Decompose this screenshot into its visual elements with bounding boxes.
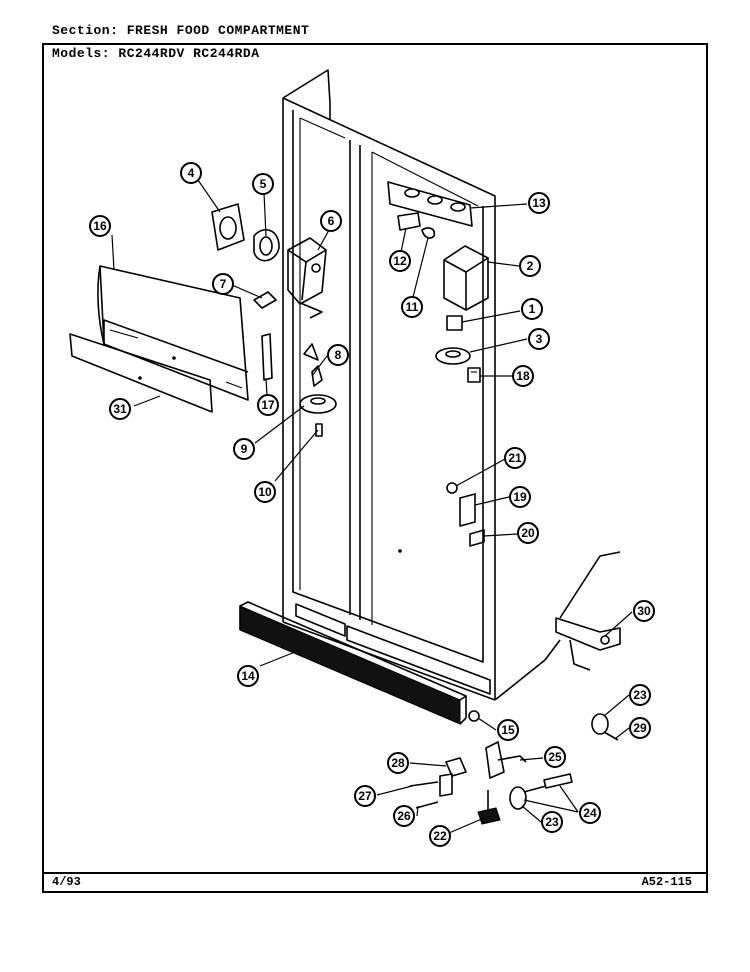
callout-22: 22 (429, 825, 451, 847)
hinge-parts-right (446, 482, 485, 547)
svg-text:25: 25 (548, 750, 562, 764)
callout-11: 11 (401, 296, 423, 318)
callout-17: 17 (257, 394, 279, 416)
diagram-frame (42, 43, 708, 893)
leader-lines (111, 179, 633, 834)
callout-10: 10 (254, 481, 276, 503)
callout-9: 9 (233, 438, 255, 460)
svg-text:15: 15 (501, 723, 515, 737)
diagram-code: A52-115 (641, 875, 692, 889)
svg-text:2: 2 (527, 259, 534, 273)
callout-12: 12 (389, 250, 411, 272)
callout-19: 19 (509, 486, 531, 508)
svg-text:31: 31 (113, 402, 127, 416)
svg-text:3: 3 (536, 332, 543, 346)
callout-31: 31 (109, 398, 131, 420)
models-line: Models: RC244RDV RC244RDA (52, 46, 260, 61)
svg-text:4: 4 (188, 166, 195, 180)
callout-6: 6 (320, 210, 342, 232)
callout-15: 15 (497, 719, 519, 741)
svg-text:24: 24 (583, 806, 597, 820)
control-bracket (387, 181, 473, 239)
svg-text:22: 22 (433, 829, 447, 843)
svg-text:1: 1 (529, 302, 536, 316)
leveling-bracket (555, 551, 621, 671)
svg-text:28: 28 (391, 756, 405, 770)
callout-14: 14 (237, 665, 259, 687)
callout-25: 25 (544, 746, 566, 768)
svg-text:17: 17 (261, 398, 275, 412)
svg-text:23: 23 (545, 815, 559, 829)
svg-text:27: 27 (358, 789, 372, 803)
callout-27: 27 (354, 785, 376, 807)
callout-1: 1 (521, 298, 543, 320)
svg-text:13: 13 (532, 196, 546, 210)
callout-8: 8 (327, 344, 349, 366)
svg-text:26: 26 (397, 809, 411, 823)
callout-23-bottom: 23 (541, 811, 563, 833)
svg-text:20: 20 (521, 526, 535, 540)
callout-18: 18 (512, 365, 534, 387)
toe-grille (239, 601, 480, 725)
svg-text:5: 5 (260, 177, 267, 191)
callout-21: 21 (504, 447, 526, 469)
callout-24: 24 (579, 802, 601, 824)
svg-text:12: 12 (393, 254, 407, 268)
callout-4: 4 (180, 162, 202, 184)
svg-text:21: 21 (508, 451, 522, 465)
callout-13: 13 (528, 192, 550, 214)
revision-date: 4/93 (52, 875, 81, 889)
svg-text:30: 30 (637, 604, 651, 618)
callout-3: 3 (528, 328, 550, 350)
callout-23-top: 23 (629, 684, 651, 706)
callout-20: 20 (517, 522, 539, 544)
svg-text:8: 8 (335, 348, 342, 362)
footer-divider (42, 872, 708, 874)
svg-text:23: 23 (633, 688, 647, 702)
callout-5: 5 (252, 173, 274, 195)
callout-29: 29 (629, 717, 651, 739)
svg-text:10: 10 (258, 485, 272, 499)
callout-28: 28 (387, 752, 409, 774)
roller-parts (409, 713, 619, 825)
section-title: Section: FRESH FOOD COMPARTMENT (52, 23, 310, 38)
callout-7: 7 (212, 273, 234, 295)
light-shield (443, 245, 489, 311)
callout-30: 30 (633, 600, 655, 622)
cabinet-liner (282, 69, 561, 701)
svg-text:7: 7 (220, 277, 227, 291)
clip-and-bracket (253, 291, 277, 381)
switch-and-knob (435, 315, 481, 383)
evaporator-cover (69, 265, 249, 413)
svg-text:14: 14 (241, 669, 255, 683)
svg-text:9: 9 (241, 442, 248, 456)
svg-text:11: 11 (406, 300, 419, 314)
svg-text:29: 29 (633, 721, 647, 735)
callout-2: 2 (519, 255, 541, 277)
svg-text:18: 18 (516, 369, 530, 383)
svg-text:16: 16 (93, 219, 107, 233)
svg-text:19: 19 (513, 490, 527, 504)
svg-text:6: 6 (328, 214, 335, 228)
fan-assembly (299, 343, 337, 437)
callout-26: 26 (393, 805, 415, 827)
damper-assembly (211, 203, 327, 319)
callout-16: 16 (89, 215, 111, 237)
